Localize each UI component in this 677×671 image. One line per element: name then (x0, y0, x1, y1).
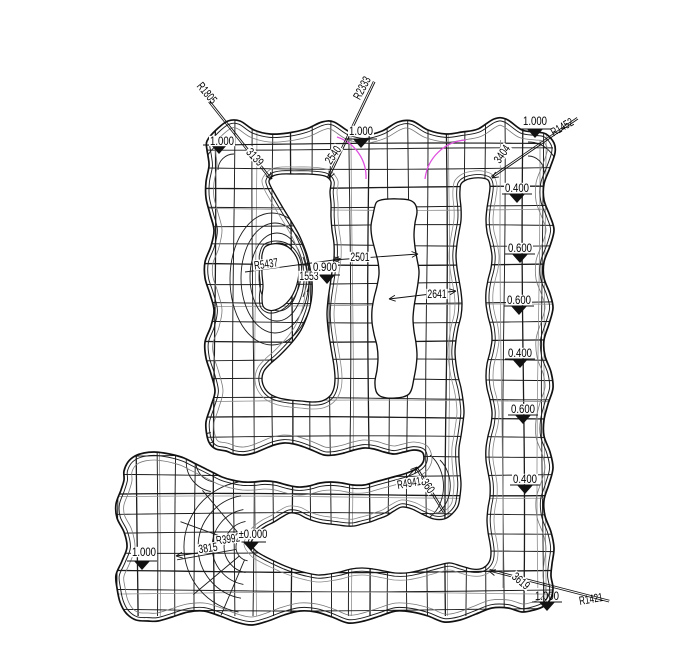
svg-text:360: 360 (418, 476, 438, 496)
svg-text:1.000: 1.000 (210, 134, 234, 148)
svg-text:3815: 3815 (198, 540, 219, 557)
svg-text:R4941: R4941 (396, 474, 422, 492)
svg-text:0.900: 0.900 (313, 260, 337, 274)
svg-text:2501: 2501 (350, 250, 369, 264)
svg-text:0.600: 0.600 (508, 241, 532, 255)
svg-text:1.000: 1.000 (132, 545, 156, 559)
svg-text:0.400: 0.400 (505, 181, 529, 195)
svg-text:2641: 2641 (427, 287, 446, 301)
svg-text:1.000: 1.000 (535, 589, 559, 603)
svg-text:R5437: R5437 (253, 255, 279, 272)
svg-text:R1421: R1421 (578, 590, 604, 608)
svg-text:0.600: 0.600 (507, 293, 531, 307)
svg-text:0.600: 0.600 (511, 402, 535, 416)
svg-text:0.400: 0.400 (513, 472, 537, 486)
svg-text:R3992: R3992 (215, 530, 241, 547)
svg-text:±0.000: ±0.000 (239, 527, 268, 541)
svg-text:1553: 1553 (299, 269, 318, 283)
svg-text:1.000: 1.000 (523, 114, 547, 128)
svg-text:1.000: 1.000 (349, 124, 373, 138)
svg-text:0.400: 0.400 (508, 346, 532, 360)
